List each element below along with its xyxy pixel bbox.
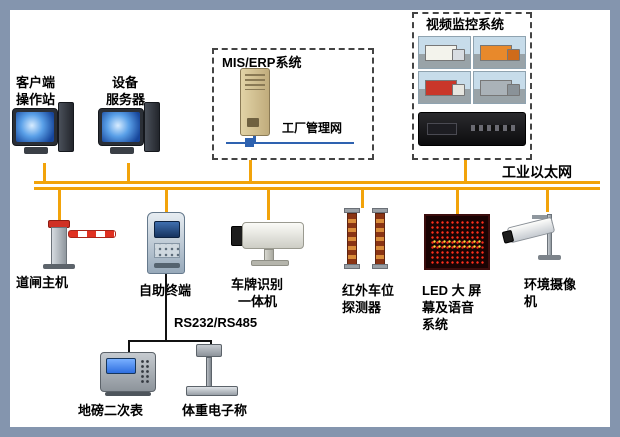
factory-net-node xyxy=(245,138,254,147)
video-monitor-grid xyxy=(418,36,526,104)
scale-label: 体重电子称 xyxy=(182,403,248,418)
client-station-label-1: 客户端 xyxy=(16,75,56,90)
connector-line xyxy=(361,190,364,208)
serial-line xyxy=(165,274,167,342)
serial-label: RS232/RS485 xyxy=(174,315,258,330)
infrared-label-2: 探测器 xyxy=(342,300,382,315)
led-label-3: 系统 xyxy=(422,317,449,332)
mis-erp-title: MIS/ERP系统 xyxy=(222,55,302,70)
connector-line xyxy=(127,163,130,181)
connector-line xyxy=(546,190,549,212)
serial-line xyxy=(210,340,212,346)
barrier-gate-label: 道闸主机 xyxy=(16,275,69,290)
pc-tower-icon xyxy=(144,102,160,152)
device-server-icon xyxy=(98,100,162,162)
connector-line xyxy=(464,160,467,181)
factory-net-label: 工厂管理网 xyxy=(282,121,343,135)
client-station-label-2: 操作站 xyxy=(16,92,56,107)
pc-base-icon xyxy=(24,147,48,154)
infrared-label-1: 红外车位 xyxy=(342,283,395,298)
ethernet-bus-line xyxy=(34,181,600,184)
pc-monitor-icon xyxy=(98,108,144,146)
kiosk-icon xyxy=(147,212,185,274)
connector-line xyxy=(249,160,252,181)
led-text-band xyxy=(432,239,482,248)
kiosk-slot-icon xyxy=(154,263,180,268)
led-screen-icon xyxy=(424,214,490,270)
device-server-label-2: 服务器 xyxy=(106,92,146,107)
device-server-label-1: 设备 xyxy=(112,75,139,90)
connector-line xyxy=(456,190,459,214)
factory-net-stub xyxy=(253,136,256,143)
video-feed-icon xyxy=(473,36,526,69)
serial-line xyxy=(128,340,212,342)
video-feed-icon xyxy=(418,36,471,69)
connector-line xyxy=(267,190,270,220)
lpr-label-1: 车牌识别 xyxy=(231,277,284,292)
dvr-recorder-icon xyxy=(418,112,526,146)
pc-monitor-icon xyxy=(12,108,58,146)
factory-net-line xyxy=(226,142,354,144)
mis-server-tower-icon xyxy=(240,68,270,136)
ethernet-label: 工业以太网 xyxy=(502,164,572,180)
video-system-box xyxy=(412,12,532,160)
connector-line xyxy=(165,190,168,212)
video-system-title: 视频监控系统 xyxy=(426,17,505,32)
mis-erp-box xyxy=(212,48,374,160)
ethernet-bus-line xyxy=(34,187,600,190)
pc-tower-icon xyxy=(58,102,74,152)
connector-line xyxy=(58,190,61,222)
lpr-label-2: 一体机 xyxy=(238,294,278,309)
client-workstation-icon xyxy=(12,100,76,162)
kiosk-keypad-icon xyxy=(154,243,180,258)
serial-line xyxy=(128,340,130,352)
kiosk-screen-icon xyxy=(154,221,180,238)
video-feed-icon xyxy=(473,71,526,104)
connector-line xyxy=(43,163,46,181)
led-label-1: LED 大 屏 xyxy=(422,283,482,298)
env-camera-label-2: 机 xyxy=(524,294,538,309)
led-label-2: 幕及语音 xyxy=(422,300,475,315)
env-camera-label-1: 环境摄像 xyxy=(524,277,577,292)
video-feed-icon xyxy=(418,71,471,104)
weighbridge-label: 地磅二次表 xyxy=(78,403,144,418)
pc-base-icon xyxy=(110,147,134,154)
